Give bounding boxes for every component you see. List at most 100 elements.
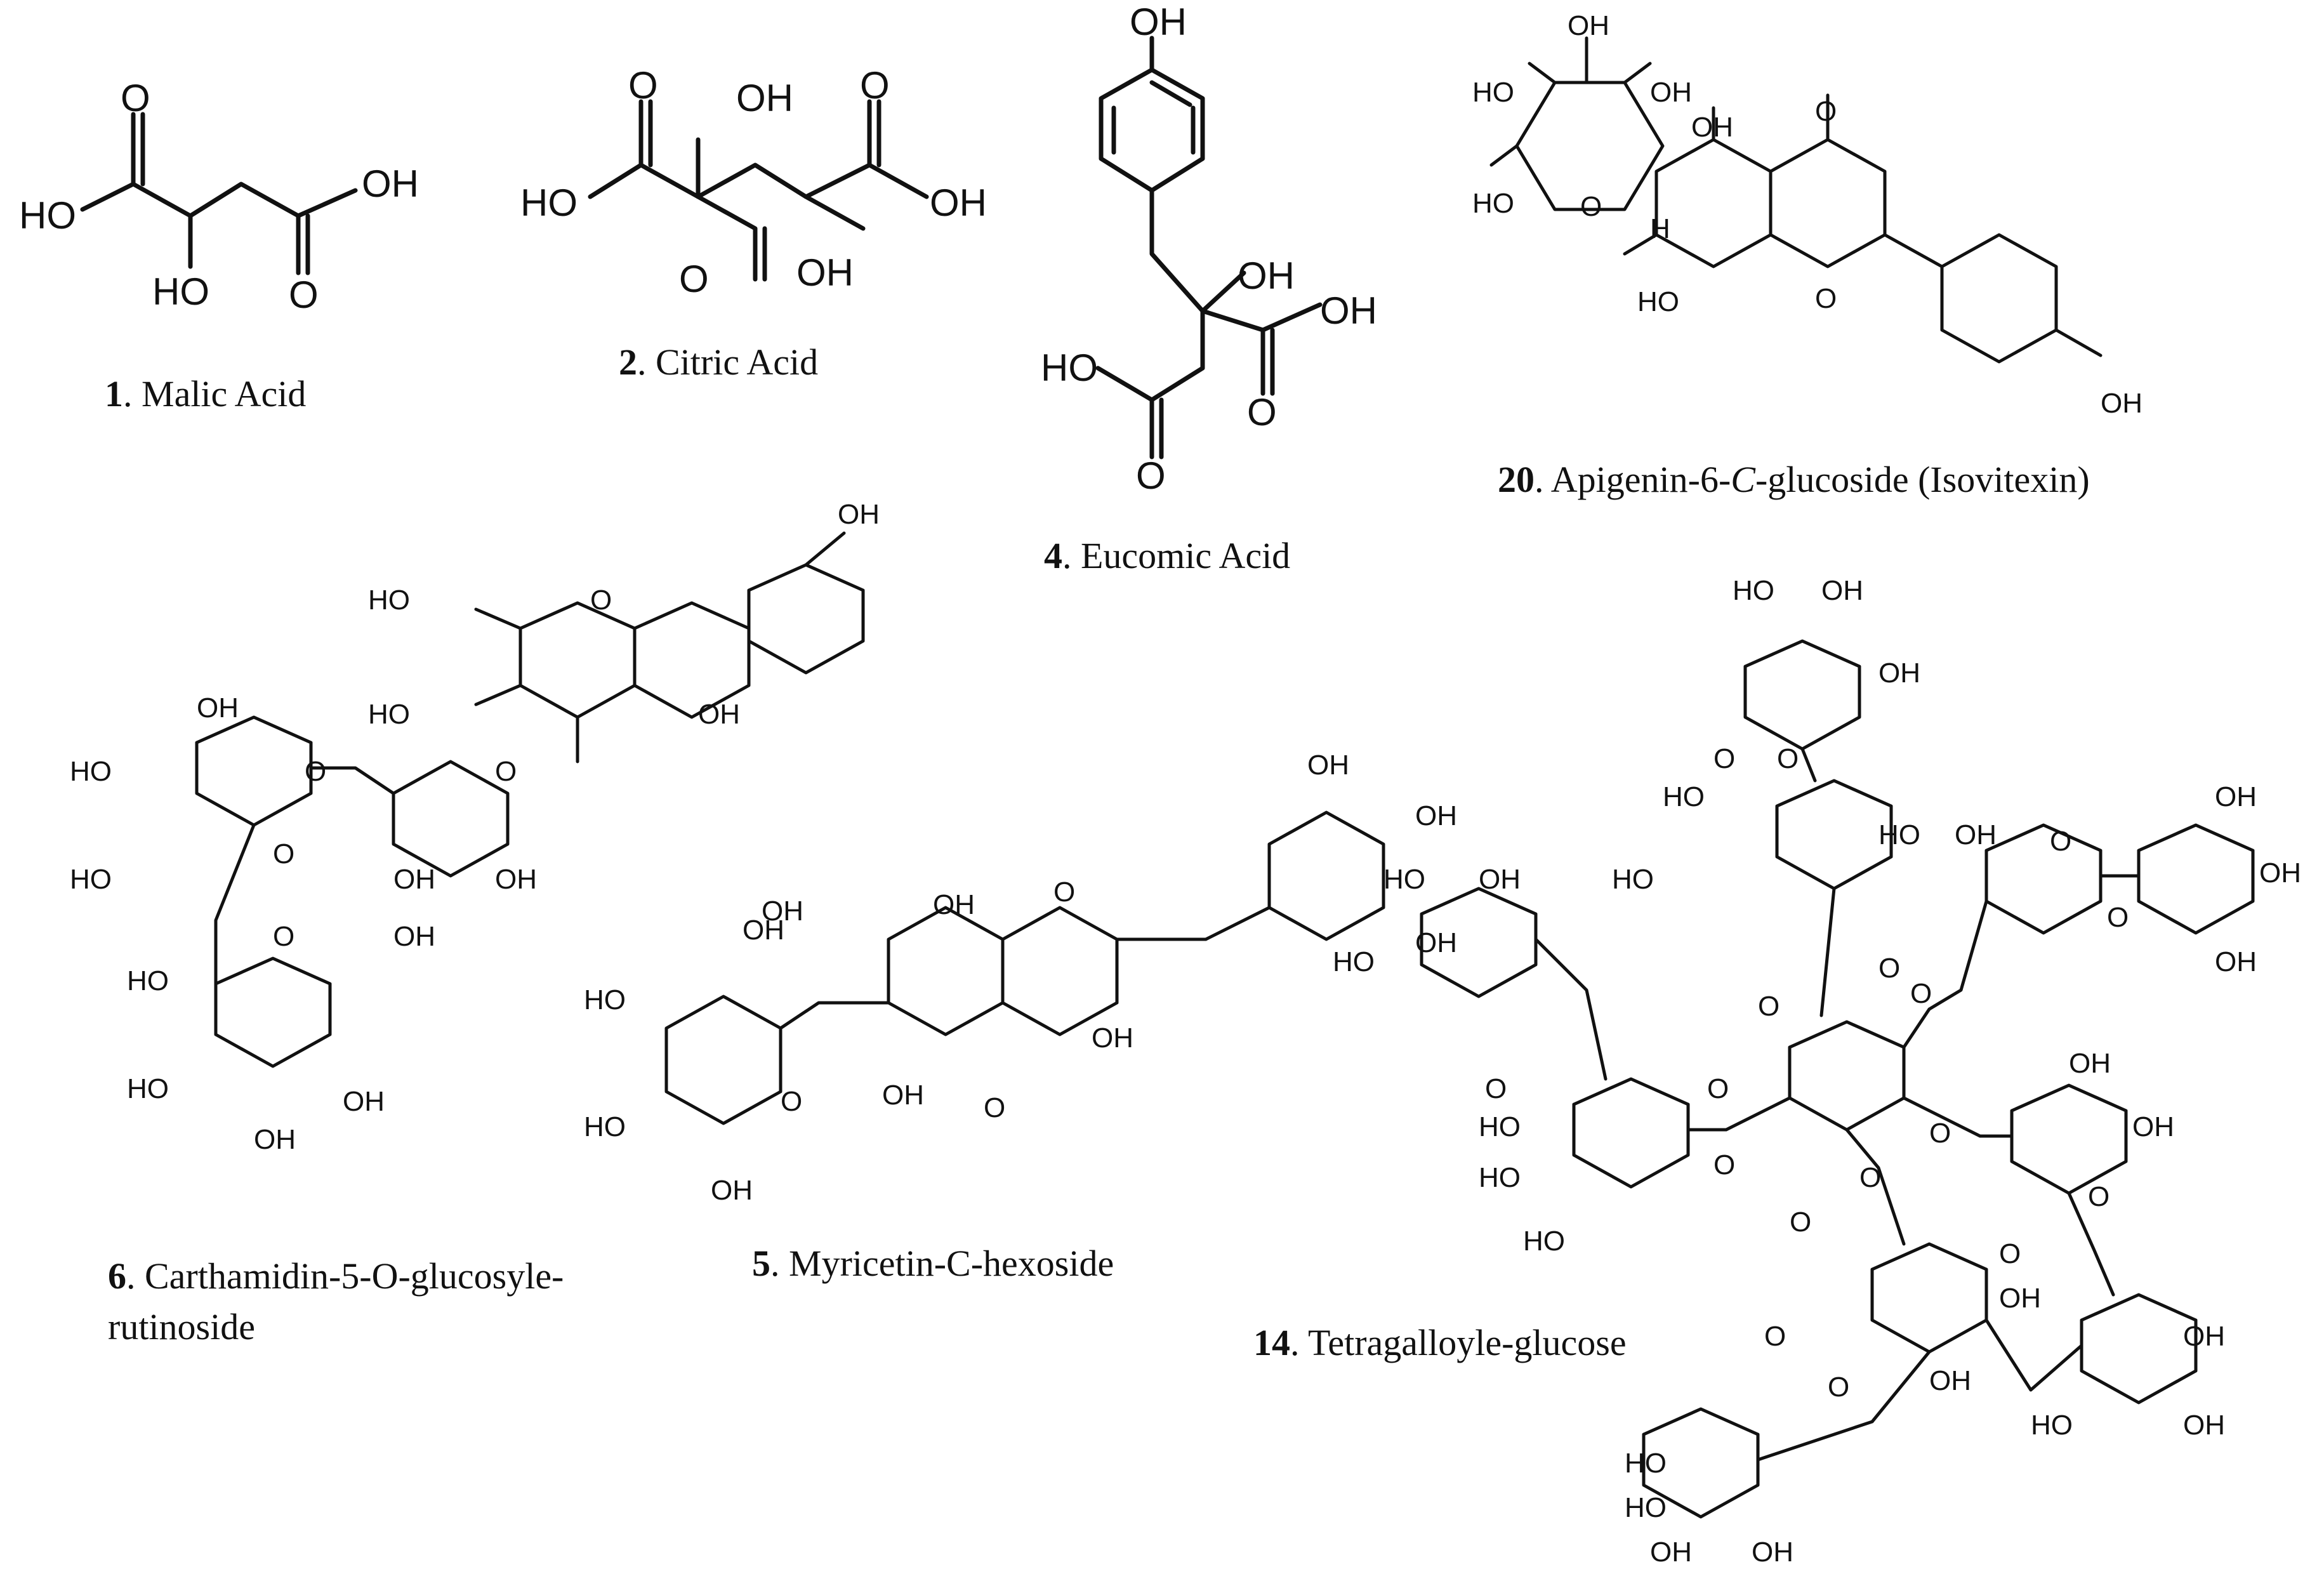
atom-label: OH: [743, 915, 784, 946]
atom-label: HO: [1333, 946, 1375, 977]
atom-label: OH: [1415, 800, 1457, 831]
atom-label: OH: [1650, 77, 1692, 108]
compound-number: 6: [108, 1255, 126, 1297]
atom-label: O: [305, 756, 326, 787]
atom-label: OH: [1955, 819, 1997, 850]
atom-label: OH: [711, 1175, 753, 1206]
atom-label: HO: [1612, 864, 1654, 895]
atom-label: HO: [584, 1111, 626, 1142]
atom-label: OH: [1650, 1537, 1692, 1568]
compound-name: . Carthamidin-5-O-glucosyle-: [126, 1255, 564, 1297]
atom-label: O: [1999, 1238, 2021, 1269]
atom-label: O: [1815, 283, 1837, 314]
structure-carthamidin-glucoside: OH HO HO OH O O OH HO HO O O OH OH OH O …: [70, 499, 880, 1155]
structure-tetragalloyle-glucose: HO OH OH O O HO HO O O HO OH O O OH OH O…: [1333, 575, 2301, 1568]
atom-label: HO: [1637, 286, 1679, 317]
atom-label: O: [781, 1086, 802, 1117]
structure-myricetin-hexoside: OH OH HO HO OH O OH O OH O OH OH OH OH: [584, 750, 1457, 1206]
compound-number: 14: [1253, 1322, 1290, 1363]
atom-label: O: [1878, 953, 1900, 984]
atom-label: OH: [2259, 857, 2301, 889]
structure-citric-acid: O HO OH O OH O OH: [520, 64, 987, 300]
compound-name: . Apigenin-6-: [1535, 459, 1731, 500]
compound-name: . Citric Acid: [637, 341, 818, 383]
atom-label: O: [1859, 1162, 1881, 1193]
atom-label: OH: [736, 77, 793, 119]
compound-label-20: 20. Apigenin-6-C-glucoside (Isovitexin): [1498, 459, 2090, 500]
structure-eucomic-acid: OH OH OH O HO O: [1041, 1, 1377, 497]
atom-label: OH: [1307, 750, 1349, 781]
atom-label: O: [2050, 826, 2071, 857]
atom-label: OH: [930, 182, 987, 224]
atom-label: OH: [1752, 1537, 1793, 1568]
atom-label: OH: [254, 1124, 296, 1155]
structure-isovitexin: HO OH OH HO O H OH O HO O OH: [1472, 10, 2142, 419]
atom-label: HO: [127, 965, 169, 996]
atom-label: HO: [1383, 864, 1425, 895]
atom-label: OH: [1092, 1022, 1133, 1054]
atom-label: OH: [1568, 10, 1609, 41]
atom-label: O: [1910, 978, 1932, 1009]
atom-label: OH: [1320, 289, 1377, 332]
atom-label: O: [273, 921, 294, 952]
atom-label: H: [1650, 213, 1670, 244]
atom-label: HO: [1663, 781, 1705, 812]
atom-label: HO: [70, 864, 112, 895]
atom-label: O: [679, 258, 709, 300]
atom-label: OH: [698, 699, 740, 730]
atom-label: HO: [152, 270, 209, 313]
atom-label: O: [273, 838, 294, 870]
atom-label: OH: [838, 499, 880, 530]
atom-label: HO: [1625, 1448, 1667, 1479]
compound-label-2: 2. Citric Acid: [619, 341, 818, 383]
atom-label: OH: [393, 864, 435, 895]
atom-label: OH: [762, 896, 803, 927]
atom-label: OH: [2215, 946, 2257, 977]
atom-label: OH: [1821, 575, 1863, 606]
atom-label: O: [1485, 1073, 1507, 1104]
atom-label: OH: [2215, 781, 2257, 812]
atom-label: O: [590, 585, 612, 616]
atom-label: O: [2088, 1181, 2109, 1212]
compound-name: . Tetragalloyle-glucose: [1290, 1322, 1627, 1363]
atom-label: OH: [1999, 1283, 2041, 1314]
structure-malic-acid: O HO HO O OH: [19, 77, 419, 316]
atom-label: HO: [1625, 1492, 1667, 1523]
compound-label-4: 4. Eucomic Acid: [1044, 535, 1290, 576]
atom-label: O: [1828, 1372, 1849, 1403]
atom-label: HO: [1479, 1111, 1521, 1142]
compound-name: . Myricetin-C-hexoside: [770, 1243, 1114, 1284]
compound-label-5: 5. Myricetin-C-hexoside: [752, 1243, 1114, 1284]
atom-label: O: [2107, 902, 2129, 933]
compound-number: 2: [619, 341, 637, 383]
compound-name-italic: C: [1731, 459, 1756, 500]
compound-number: 4: [1044, 535, 1062, 576]
atom-label: O: [1777, 743, 1799, 774]
atom-label: O: [1790, 1207, 1811, 1238]
atom-label: HO: [1479, 1162, 1521, 1193]
atom-label: OH: [197, 692, 239, 724]
atom-label: O: [1713, 1149, 1735, 1180]
atom-label: HO: [1041, 347, 1098, 389]
atom-label: OH: [882, 1080, 924, 1111]
atom-label: O: [1580, 191, 1602, 222]
atom-label: OH: [933, 889, 975, 920]
atom-label: OH: [796, 251, 854, 294]
compound-label-6: 6. Carthamidin-5-O-glucosyle-: [108, 1255, 564, 1297]
compound-name-rest: -glucoside (Isovitexin): [1755, 459, 2090, 500]
compound-label-1: 1. Malic Acid: [105, 373, 306, 414]
atom-label: OH: [2069, 1048, 2111, 1079]
atom-label: OH: [495, 864, 537, 895]
atom-label: O: [628, 64, 658, 107]
atom-label: O: [495, 756, 517, 787]
atom-label: HO: [127, 1073, 169, 1104]
atom-label: OH: [1691, 112, 1733, 143]
atom-label: OH: [1238, 255, 1295, 297]
atom-label: OH: [1130, 1, 1187, 43]
atom-label: OH: [2101, 388, 2142, 419]
atom-label: HO: [19, 194, 76, 237]
compound-number: 1: [105, 373, 123, 414]
atom-label: OH: [1929, 1365, 1971, 1396]
atom-label: HO: [1523, 1226, 1565, 1257]
compound-name: . Eucomic Acid: [1062, 535, 1290, 576]
